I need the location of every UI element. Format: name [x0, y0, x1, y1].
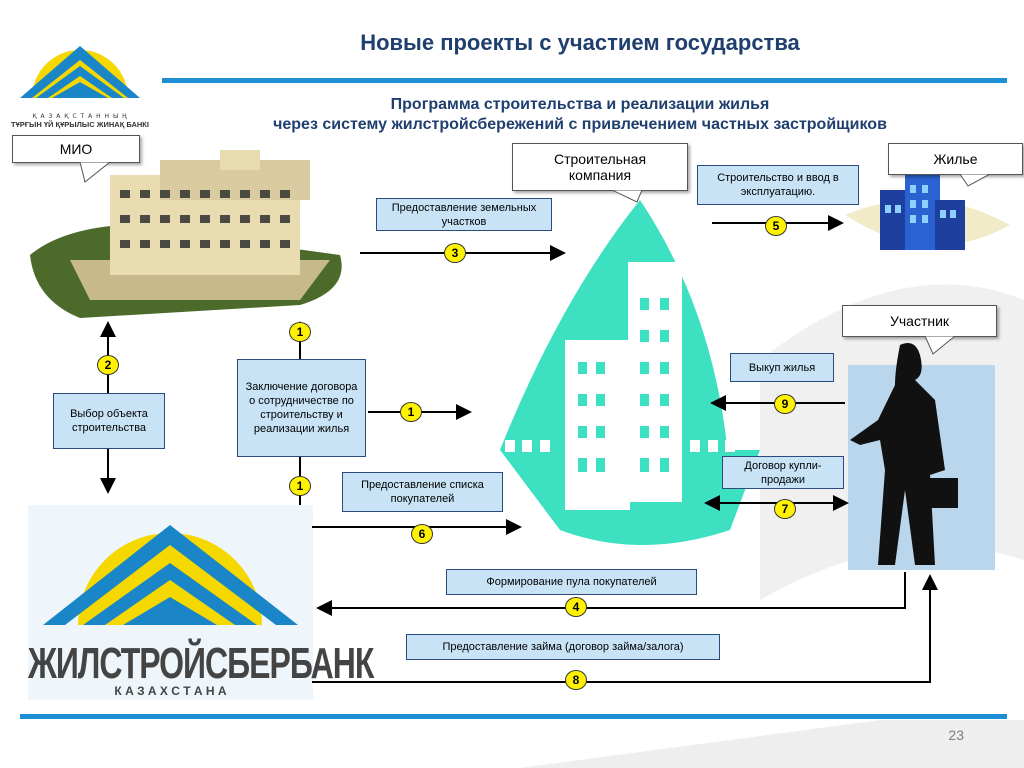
- logo-top-line1: Қ А З А Қ С Т А Н Н Ы Ң: [32, 113, 128, 120]
- box-buyout: Выкуп жилья: [730, 353, 834, 382]
- step-badge-8: 8: [565, 670, 587, 690]
- box-pool: Формирование пула покупателей: [446, 569, 697, 595]
- callout-participant: Участник: [842, 305, 997, 337]
- box-choice-text: Выбор объекта строительства: [70, 408, 148, 434]
- callout-housing-label: Жилье: [933, 151, 978, 167]
- box-land: Предоставление земельных участков: [376, 198, 552, 231]
- callout-company: Строительная компания: [512, 143, 688, 191]
- box-land-text: Предоставление земельных участков: [391, 201, 537, 228]
- box-buyout-text: Выкуп жилья: [748, 361, 816, 374]
- callout-housing-tail: [960, 174, 991, 187]
- step-badge-2: 2: [97, 355, 119, 375]
- step-badge-6: 6: [411, 524, 433, 544]
- step-badge-1: 1: [289, 322, 311, 342]
- mio-building-image: [30, 150, 342, 318]
- step-badge-1: 1: [289, 476, 311, 496]
- page-number: 23: [948, 727, 964, 743]
- box-contract: Заключение договора о сотрудничестве по …: [237, 359, 366, 457]
- step-badge-5: 5: [765, 216, 787, 236]
- page-subtitle: Программа строительства и реализации жил…: [180, 95, 980, 135]
- bank-logo-icon: [20, 46, 140, 98]
- callout-participant-label: Участник: [889, 313, 950, 329]
- logo-bottom-sub: К А З А Х С Т А Н А: [114, 684, 227, 698]
- callout-mio: МИО: [12, 135, 140, 163]
- page-title: Новые проекты с участием государства: [360, 30, 800, 55]
- housing-image: [845, 175, 1010, 250]
- step-badge-9: 9: [774, 394, 796, 414]
- step-badge-1: 1: [400, 402, 422, 422]
- callout-company-line1: Строительная: [553, 151, 647, 167]
- box-loan-text: Предоставление займа (договор займа/зало…: [442, 641, 684, 653]
- subtitle-line-2: через систему жилстройсбережений с привл…: [273, 116, 887, 133]
- box-pool-text: Формирование пула покупателей: [486, 576, 657, 588]
- callout-company-line2: компания: [568, 167, 632, 183]
- construction-company-icon: [500, 200, 760, 545]
- callout-participant-tail: [925, 336, 956, 355]
- participant-image: [848, 342, 995, 570]
- callout-housing: Жилье: [888, 143, 1023, 175]
- step-badge-7: 7: [774, 499, 796, 519]
- callout-mio-tail: [80, 162, 111, 183]
- box-contract-text: Заключение договора о сотрудничестве по …: [245, 381, 358, 435]
- callout-mio-label: МИО: [59, 141, 93, 157]
- box-construction-text: Строительство и ввод в эксплуатацию.: [717, 172, 839, 198]
- header-divider: [162, 78, 1007, 83]
- box-sale-contract-text: Договор купли-продажи: [744, 459, 822, 486]
- logo-top: Қ А З А Қ С Т А Н Н Ы Ң ТҰРҒЫН ҮЙ ҚҰРЫЛЫ…: [10, 18, 150, 129]
- footer-divider: [20, 714, 1007, 719]
- step-badge-4: 4: [565, 597, 587, 617]
- logo-top-line2: ТҰРҒЫН ҮЙ ҚҰРЫЛЫС ЖИНАҚ БАНКІ: [11, 120, 149, 129]
- callout-company-tail: [612, 190, 643, 203]
- box-loan: Предоставление займа (договор займа/зало…: [406, 634, 720, 660]
- bank-big-logo-icon: [43, 525, 298, 625]
- box-choice: Выбор объекта строительства: [53, 393, 165, 449]
- step-badge-3: 3: [444, 243, 466, 263]
- box-construction: Строительство и ввод в эксплуатацию.: [697, 165, 859, 205]
- box-buyers-list: Предоставление списка покупателей: [342, 472, 503, 512]
- box-sale-contract: Договор купли-продажи: [722, 456, 844, 489]
- subtitle-line-1: Программа строительства и реализации жил…: [390, 96, 770, 113]
- box-buyers-list-text: Предоставление списка покупателей: [361, 479, 484, 505]
